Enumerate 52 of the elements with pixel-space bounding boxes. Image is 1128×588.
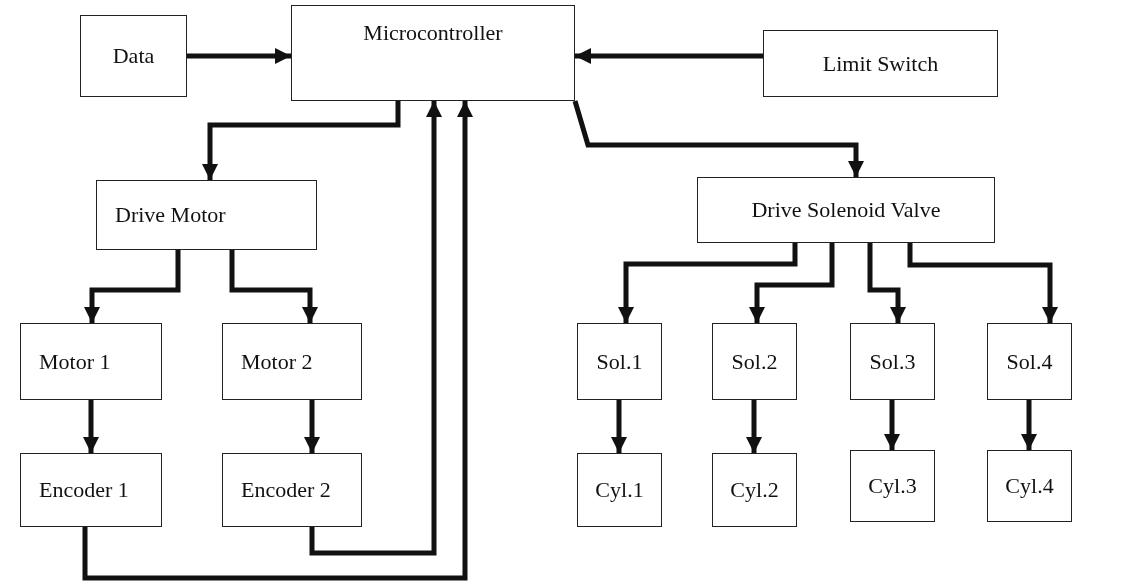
box-label: Motor 2 <box>241 348 313 375</box>
box-label: Encoder 1 <box>39 477 129 503</box>
box-label: Drive Motor <box>115 202 226 228</box>
arrow <box>749 243 835 323</box>
box-label: Drive Solenoid Valve <box>751 197 941 223</box>
process-box <box>577 323 662 400</box>
arrow <box>304 400 320 453</box>
arrow <box>746 400 762 453</box>
box-label: Motor 1 <box>39 348 111 375</box>
process-box <box>850 323 935 400</box>
arrow <box>1021 400 1037 450</box>
box-label: Microcontroller <box>363 20 503 46</box>
process-box <box>697 177 995 243</box>
box-label: Sol.3 <box>869 348 916 375</box>
process-box <box>987 450 1072 522</box>
arrow <box>867 243 906 323</box>
box-label: Sol.1 <box>596 348 643 375</box>
process-box <box>96 180 317 250</box>
process-box <box>20 323 162 400</box>
process-box <box>763 30 998 97</box>
arrow <box>611 400 627 453</box>
arrow <box>229 250 318 323</box>
box-label: Encoder 2 <box>241 477 331 503</box>
box-label: Cyl.2 <box>730 477 779 503</box>
process-box <box>712 453 797 527</box>
arrow <box>309 101 442 556</box>
process-box <box>291 5 575 101</box>
arrow <box>82 101 473 581</box>
arrow <box>618 243 798 323</box>
arrow <box>572 100 864 177</box>
process-box <box>222 453 362 527</box>
process-box <box>712 323 797 400</box>
arrow <box>575 48 763 64</box>
box-label: Sol.2 <box>731 348 778 375</box>
box-label: Sol.4 <box>1006 348 1053 375</box>
process-box <box>987 323 1072 400</box>
process-box <box>577 453 662 527</box>
arrow <box>202 101 401 180</box>
box-label: Cyl.3 <box>868 473 917 499</box>
box-label: Limit Switch <box>822 50 939 77</box>
arrow <box>187 48 291 64</box>
process-box <box>20 453 162 527</box>
box-label: Data <box>112 43 155 69</box>
arrow <box>907 243 1058 323</box>
box-label: Cyl.4 <box>1005 473 1054 499</box>
box-label: Cyl.1 <box>595 477 644 503</box>
arrow <box>84 250 181 323</box>
process-box <box>222 323 362 400</box>
process-box <box>850 450 935 522</box>
process-box <box>80 15 187 97</box>
arrow <box>83 400 99 453</box>
arrow <box>884 400 900 450</box>
